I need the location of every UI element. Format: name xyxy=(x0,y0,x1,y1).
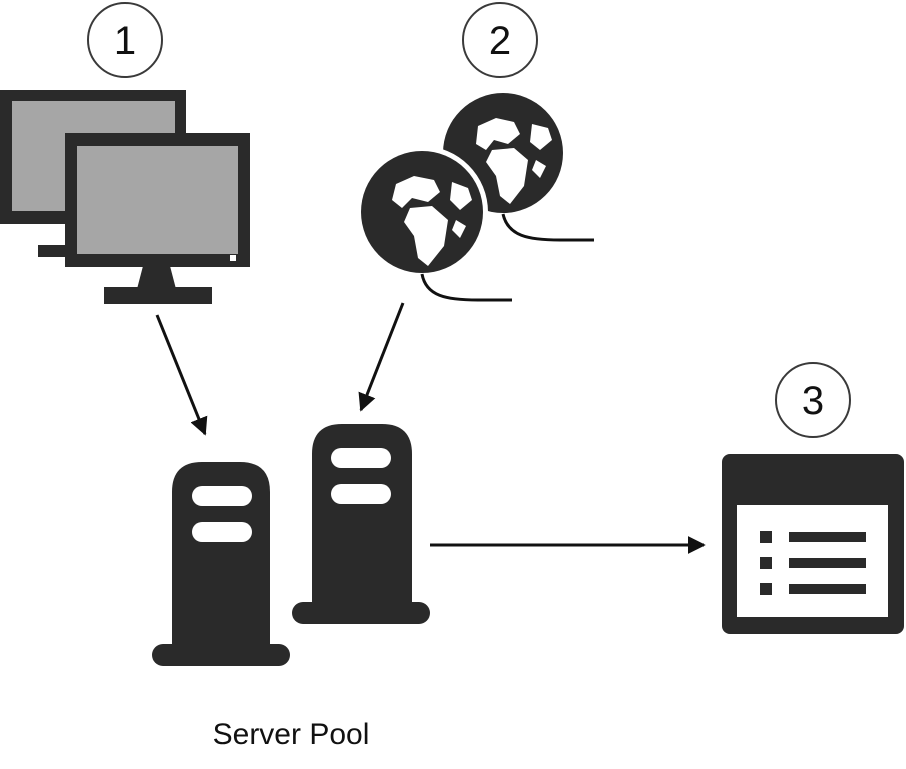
badge-1: 1 xyxy=(87,2,163,78)
badge-2: 2 xyxy=(462,2,538,78)
desktop-computers-icon xyxy=(0,90,250,304)
badge-3-label: 3 xyxy=(802,379,824,423)
badge-2-label: 2 xyxy=(489,19,511,63)
arrow-internet-to-servers xyxy=(358,302,405,412)
globes-icon xyxy=(356,89,594,302)
badge-3: 3 xyxy=(775,362,851,438)
server-tower-left xyxy=(152,462,290,666)
arrow-clients-to-servers xyxy=(155,314,208,436)
badge-1-label: 1 xyxy=(114,19,136,63)
server-tower-right xyxy=(292,424,430,624)
server-pool-caption: Server Pool xyxy=(213,718,370,751)
list-window-icon xyxy=(722,454,904,634)
